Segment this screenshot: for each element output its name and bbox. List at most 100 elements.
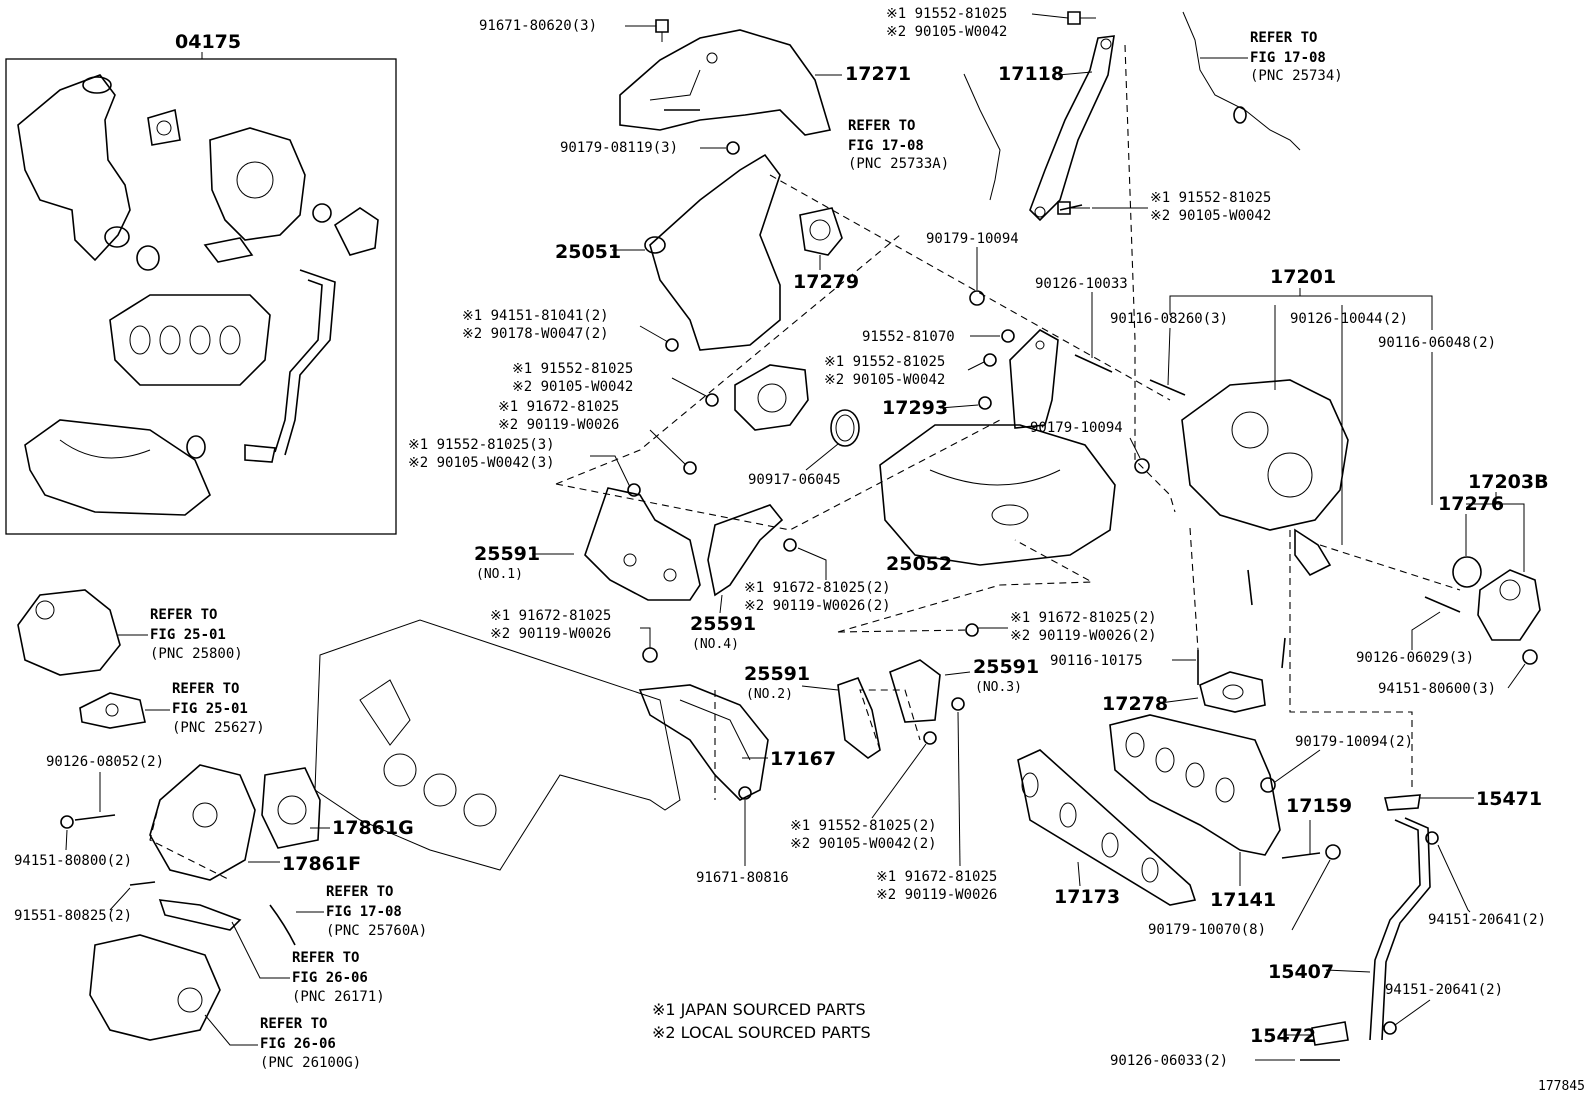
label-s1-91552-81025-b[interactable]: ※1 91552-81025: [1150, 190, 1271, 206]
label-s2-90119-w0026-b[interactable]: ※2 90119-W0026: [490, 626, 611, 642]
refer-to-25733a-line1[interactable]: REFER TO: [848, 118, 915, 134]
refer-to-26100g-line1[interactable]: REFER TO: [260, 1016, 327, 1032]
label-s2-90119-w0026-2a[interactable]: ※2 90119-W0026(2): [744, 598, 891, 614]
label-90116-06048[interactable]: 90116-06048(2): [1378, 335, 1496, 351]
refer-to-25800-line3: (PNC 25800): [150, 646, 243, 662]
refer-to-25734-line1[interactable]: REFER TO: [1250, 30, 1317, 46]
label-s2-90119-w0026-2b[interactable]: ※2 90119-W0026(2): [1010, 628, 1157, 644]
label-17201[interactable]: 17201: [1270, 266, 1336, 288]
labels-middle-left: ※1 94151-81041(2) ※2 90178-W0047(2) ※1 9…: [408, 308, 1549, 652]
refer-turbo-part-drawing: [17, 589, 121, 676]
label-17203B[interactable]: 17203B: [1468, 471, 1549, 493]
label-s2-90105-w0042-top[interactable]: ※2 90105-W0042: [886, 24, 1007, 40]
kit-turbo-drawing: [209, 127, 379, 256]
refer-to-26171-line1[interactable]: REFER TO: [292, 950, 359, 966]
label-90126-08052[interactable]: 90126-08052(2): [46, 754, 164, 770]
label-90179-10094-a[interactable]: 90179-10094: [926, 231, 1019, 247]
label-s1-91552-81025-2e[interactable]: ※1 91552-81025(2): [790, 818, 937, 834]
label-15472[interactable]: 15472: [1250, 1025, 1316, 1047]
label-17173[interactable]: 17173: [1054, 886, 1120, 908]
kit-04175-box: [5, 58, 397, 535]
label-90126-10044[interactable]: 90126-10044(2): [1290, 311, 1408, 327]
catalytic-converter-25051-drawing: [644, 153, 809, 431]
label-17861F[interactable]: 17861F: [282, 853, 361, 875]
label-25051[interactable]: 25051: [555, 241, 621, 263]
note-japan-sourced: ※1 JAPAN SOURCED PARTS: [652, 1000, 866, 1019]
label-90126-06029[interactable]: 90126-06029(3): [1356, 650, 1474, 666]
label-04175[interactable]: 04175: [175, 31, 241, 53]
label-s2-90105-w0042-d[interactable]: ※2 90105-W0042: [824, 372, 945, 388]
label-s2-90105-w0042-2e[interactable]: ※2 90105-W0042(2): [790, 836, 937, 852]
label-17141[interactable]: 17141: [1210, 889, 1276, 911]
label-90126-06033[interactable]: 90126-06033(2): [1110, 1053, 1228, 1069]
label-15471[interactable]: 15471: [1476, 788, 1542, 810]
label-90917-06045[interactable]: 90917-06045: [748, 472, 841, 488]
label-s1-91672-81025-a[interactable]: ※1 91672-81025: [498, 399, 619, 415]
bolts-mid-drawing: [627, 109, 1083, 800]
label-25591-no3[interactable]: 25591: [973, 656, 1039, 678]
label-17293[interactable]: 17293: [882, 397, 948, 419]
label-s1-91672-81025-b[interactable]: ※1 91672-81025: [490, 608, 611, 624]
label-17279[interactable]: 17279: [793, 271, 859, 293]
label-90116-10175[interactable]: 90116-10175: [1050, 653, 1143, 669]
label-s1-91672-81025-2b[interactable]: ※1 91672-81025(2): [1010, 610, 1157, 626]
label-25052[interactable]: 25052: [886, 553, 952, 575]
label-17861G[interactable]: 17861G: [332, 817, 414, 839]
label-17159[interactable]: 17159: [1286, 795, 1352, 817]
turbocharger-17201-drawing: [1181, 379, 1349, 577]
stay-17118-drawing: [1029, 35, 1115, 222]
kit-pipe-drawing: [244, 269, 336, 463]
studs-and-nuts-right-drawing: [1074, 354, 1538, 1035]
gasket-17278-drawing: [1199, 671, 1266, 713]
label-25591-no2[interactable]: 25591: [744, 663, 810, 685]
label-s2-90105-w0042-c[interactable]: ※2 90105-W0042: [512, 379, 633, 395]
label-s2-90178-w0047[interactable]: ※2 90178-W0047(2): [462, 326, 609, 342]
label-91671-80816[interactable]: 91671-80816: [696, 870, 789, 886]
label-s2-90105-w0042-3[interactable]: ※2 90105-W0042(3): [408, 455, 555, 471]
label-90126-10033[interactable]: 90126-10033: [1035, 276, 1128, 292]
refer-to-25800-line1[interactable]: REFER TO: [150, 607, 217, 623]
kit-heat-insulator-drawing: [24, 419, 211, 516]
label-s1-91552-81025-c[interactable]: ※1 91552-81025: [512, 361, 633, 377]
label-s1-91552-81025-top[interactable]: ※1 91552-81025: [886, 6, 1007, 22]
label-s1-91552-81025-d[interactable]: ※1 91552-81025: [824, 354, 945, 370]
label-94151-80600[interactable]: 94151-80600(3): [1378, 681, 1496, 697]
label-91552-81070[interactable]: 91552-81070: [862, 329, 955, 345]
refer-to-25733a-line3: (PNC 25733A): [848, 156, 949, 172]
label-no2: (NO.2): [746, 687, 793, 702]
label-s1-91672-81025-2a[interactable]: ※1 91672-81025(2): [744, 580, 891, 596]
label-25591-no1[interactable]: 25591: [474, 543, 540, 565]
label-s2-90105-w0042-b[interactable]: ※2 90105-W0042: [1150, 208, 1271, 224]
label-91671-80620[interactable]: 91671-80620(3): [479, 18, 597, 34]
kit-manifold-drawing: [109, 294, 271, 386]
label-91551-80825[interactable]: 91551-80825(2): [14, 908, 132, 924]
label-94151-80800[interactable]: 94151-80800(2): [14, 853, 132, 869]
refer-to-26171-line3: (PNC 26171): [292, 989, 385, 1005]
label-17271[interactable]: 17271: [845, 63, 911, 85]
label-17278[interactable]: 17278: [1102, 693, 1168, 715]
label-90179-10070[interactable]: 90179-10070(8): [1148, 922, 1266, 938]
refer-to-25627-line2: FIG 25-01: [172, 701, 248, 717]
label-17118[interactable]: 17118: [998, 63, 1064, 85]
refer-to-25627-line1[interactable]: REFER TO: [172, 681, 239, 697]
label-94151-20641-a[interactable]: 94151-20641(2): [1428, 912, 1546, 928]
label-90179-08119[interactable]: 90179-08119(3): [560, 140, 678, 156]
label-s1-94151-81041[interactable]: ※1 94151-81041(2): [462, 308, 609, 324]
label-s1-91672-81025-e[interactable]: ※1 91672-81025: [876, 869, 997, 885]
refer-to-25760a-line1[interactable]: REFER TO: [326, 884, 393, 900]
oil-pipe-15407-drawing: [1311, 794, 1431, 1046]
label-s2-90119-w0026-a[interactable]: ※2 90119-W0026: [498, 417, 619, 433]
manifold-gasket-17173-drawing: [1017, 749, 1197, 906]
label-17167[interactable]: 17167: [770, 748, 836, 770]
label-90179-10094-b[interactable]: 90179-10094: [1030, 420, 1123, 436]
label-94151-20641-b[interactable]: 94151-20641(2): [1385, 982, 1503, 998]
label-90179-10094-2[interactable]: 90179-10094(2): [1295, 734, 1413, 750]
dashed-assembly-lines: [149, 44, 1461, 881]
label-15407[interactable]: 15407: [1268, 961, 1334, 983]
heat-insulator-17167-drawing: [638, 684, 769, 801]
label-s2-90119-w0026-e[interactable]: ※2 90119-W0026: [876, 887, 997, 903]
label-25591-no4[interactable]: 25591: [690, 613, 756, 635]
label-90116-08260[interactable]: 90116-08260(3): [1110, 311, 1228, 327]
label-s1-91552-81025-3[interactable]: ※1 91552-81025(3): [408, 437, 555, 453]
label-no4: (NO.4): [692, 637, 739, 652]
